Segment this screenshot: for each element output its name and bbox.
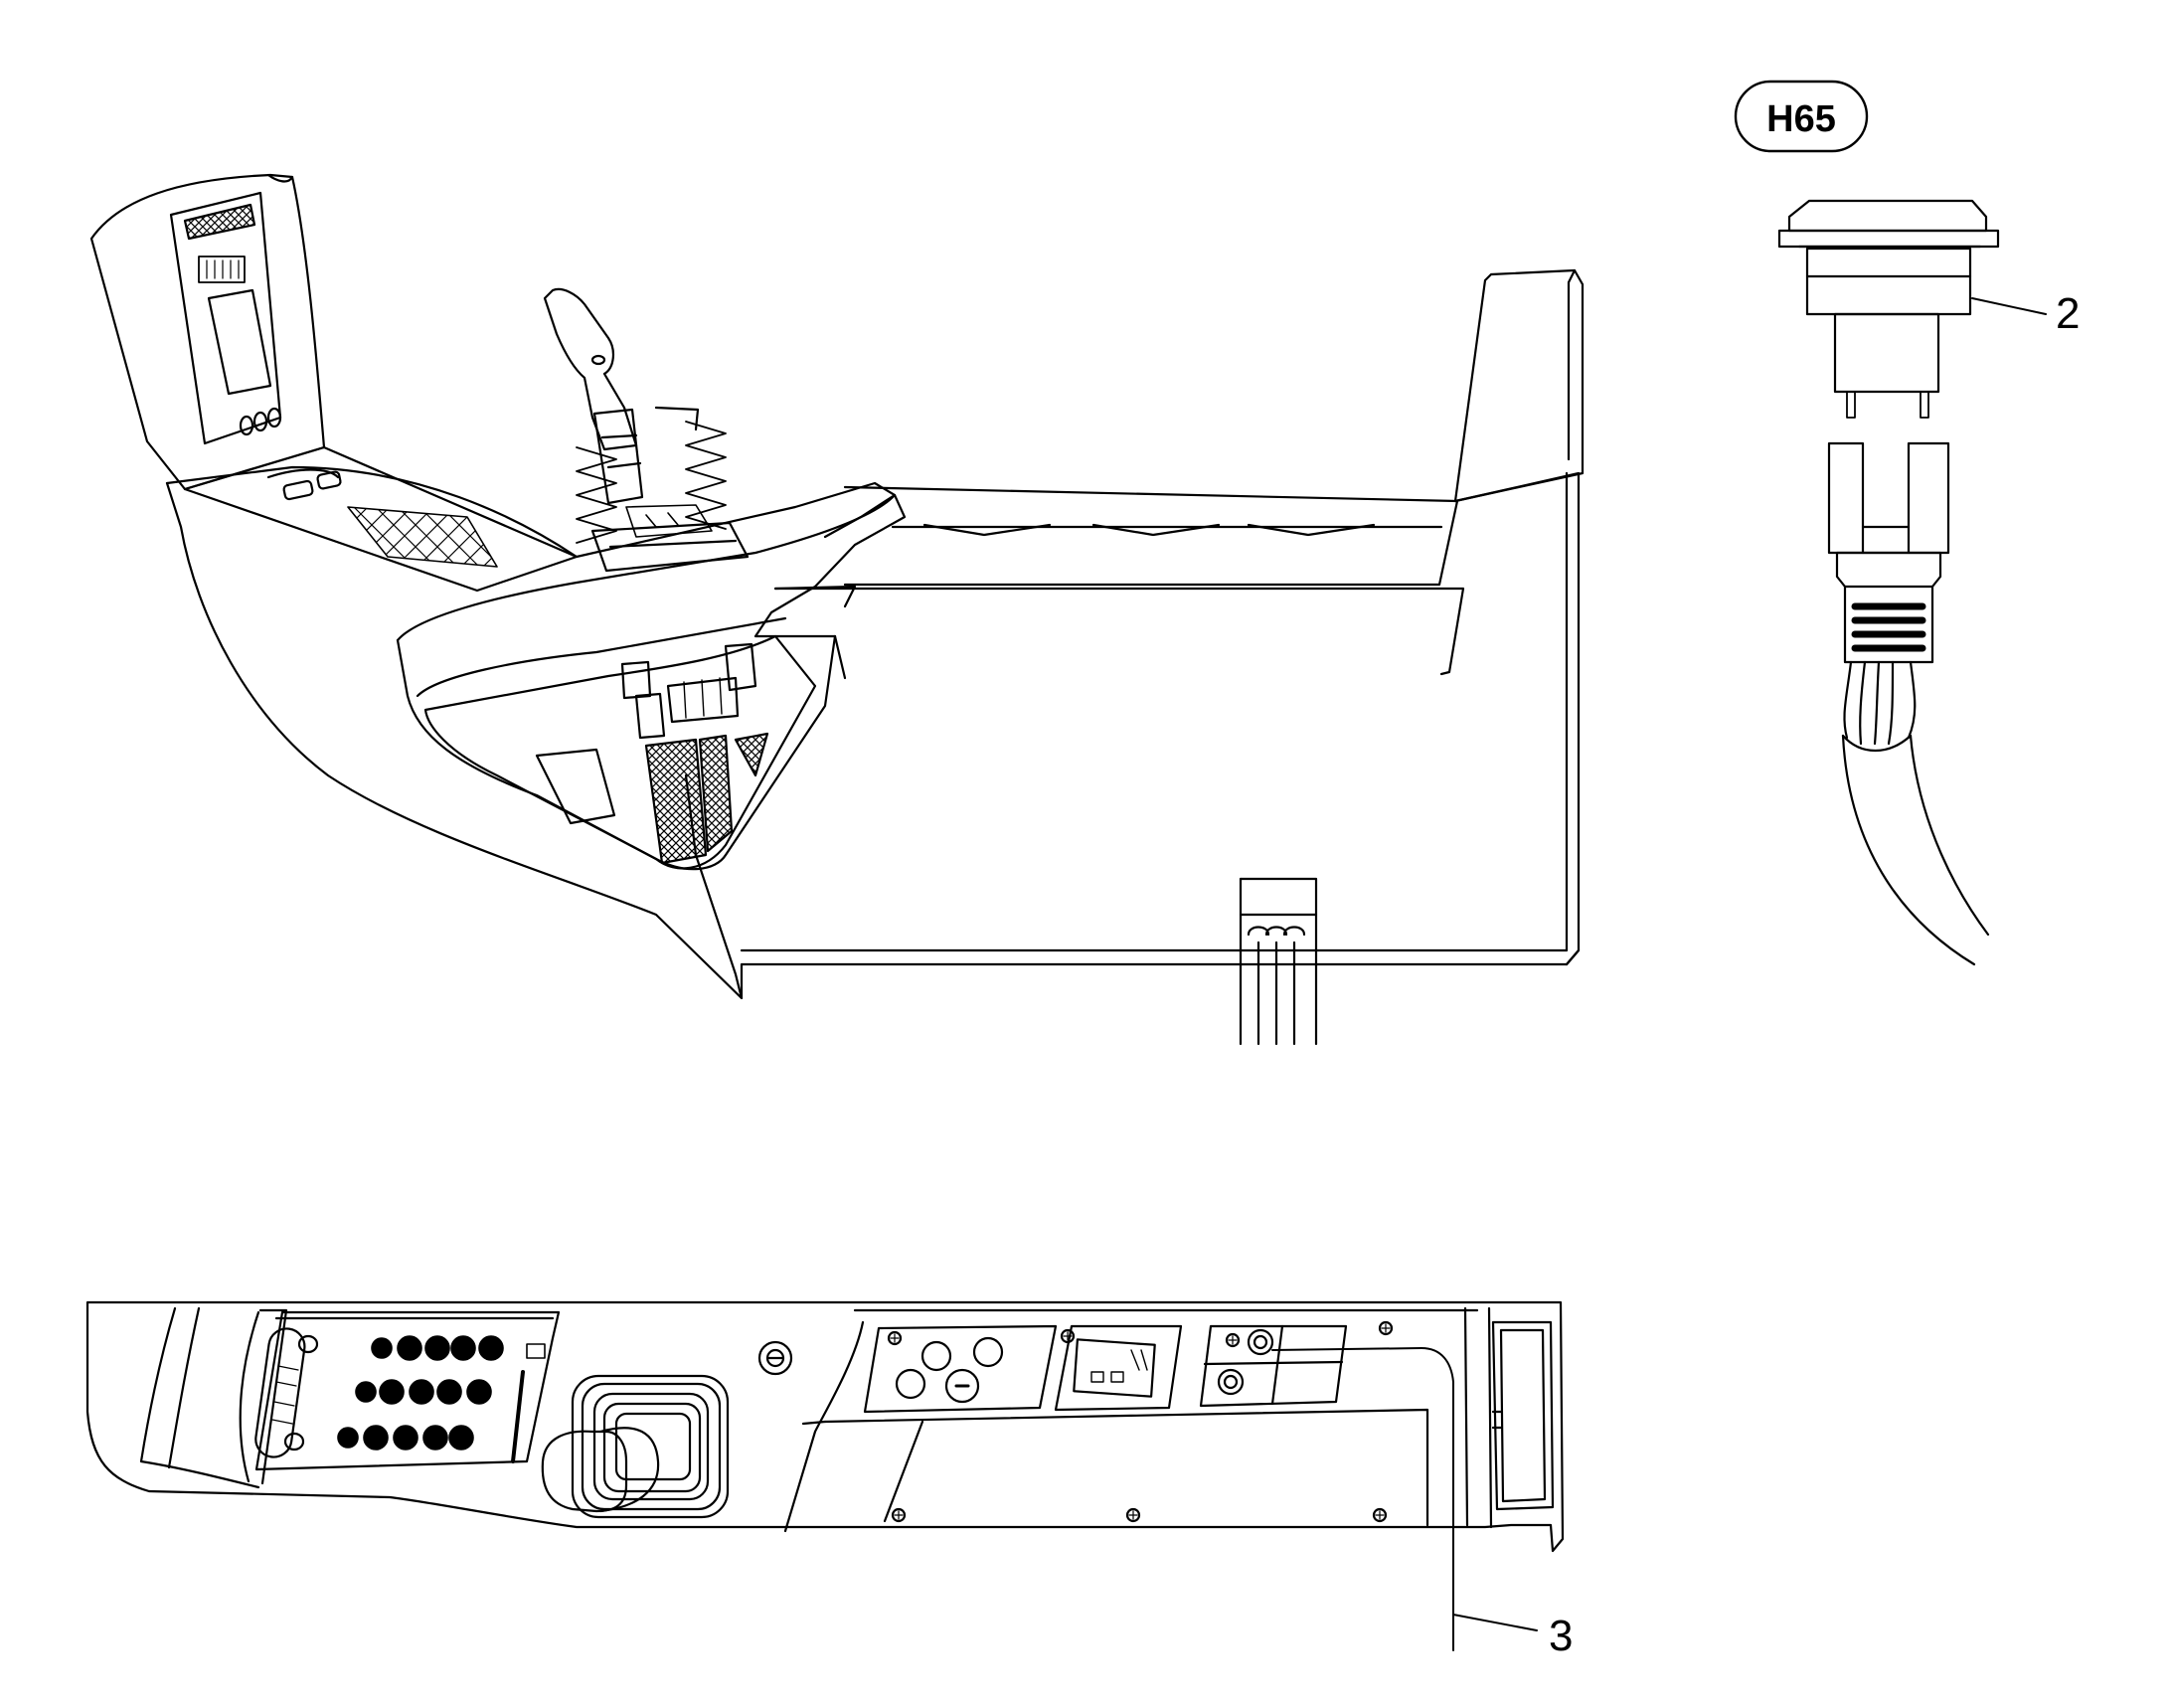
connector-assembly: 2: [1777, 199, 2080, 966]
console-top-view: 3: [85, 1300, 1573, 1660]
model-badge-label: H65: [1766, 98, 1836, 140]
model-badge: H65: [1734, 80, 1869, 153]
callout-3-label: 3: [1549, 1612, 1573, 1660]
console-perspective-view: [89, 173, 1585, 1046]
callout-2-label: 2: [2056, 289, 2080, 338]
